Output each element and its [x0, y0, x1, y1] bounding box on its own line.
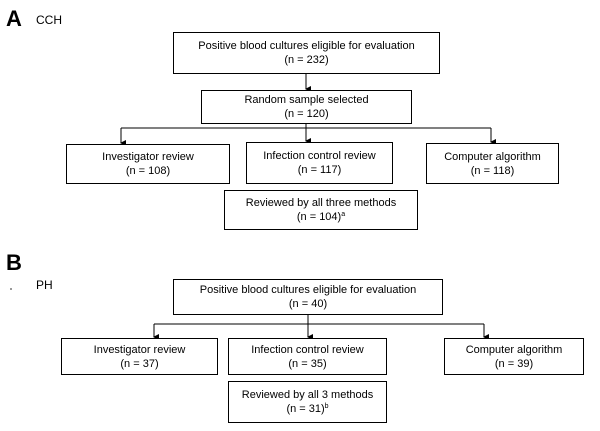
- b-all-three-box: Reviewed by all 3 methods (n = 31)b: [228, 381, 387, 423]
- a-computer-count: (n = 118): [470, 164, 515, 177]
- a-infection-box: Infection control review (n = 117): [246, 142, 393, 184]
- a-all-three-count: (n = 104): [296, 211, 342, 223]
- b-investigator-box: Investigator review (n = 37): [61, 338, 218, 375]
- panel-b-letter: B: [6, 250, 22, 275]
- a-footnote-mark: a: [341, 211, 346, 218]
- a-investigator-label: Investigator review: [102, 151, 194, 163]
- a-sample-box: Random sample selected (n = 120): [201, 90, 412, 124]
- b-investigator-count: (n = 37): [120, 357, 159, 370]
- panel-b-name: PH: [36, 278, 53, 292]
- a-all-three-label: Reviewed by all three methods: [245, 197, 397, 209]
- b-all-three-label: Reviewed by all 3 methods: [241, 389, 374, 401]
- a-computer-box: Computer algorithm (n = 118): [426, 143, 559, 184]
- a-eligible-count: (n = 232): [284, 54, 329, 66]
- b-computer-box: Computer algorithm (n = 39): [444, 338, 584, 375]
- a-computer-label: Computer algorithm: [444, 150, 541, 163]
- a-infection-label: Infection control review: [263, 150, 376, 162]
- a-sample-count: (n = 120): [284, 108, 329, 120]
- b-investigator-label: Investigator review: [93, 343, 186, 356]
- a-eligible-box: Positive blood cultures eligible for eva…: [173, 32, 440, 74]
- b-all-three-count: (n = 31): [286, 403, 325, 415]
- b-computer-label: Computer algorithm: [465, 343, 563, 356]
- panel-a-name: CCH: [36, 13, 62, 27]
- b-eligible-box: Positive blood cultures eligible for eva…: [173, 279, 443, 315]
- a-all-three-box: Reviewed by all three methods (n = 104)a: [224, 190, 418, 230]
- a-infection-count: (n = 117): [297, 164, 342, 176]
- b-eligible-count: (n = 40): [288, 298, 328, 310]
- panel-a-letter: A: [6, 6, 22, 31]
- a-investigator-count: (n = 108): [125, 165, 171, 177]
- b-computer-count: (n = 39): [494, 357, 534, 370]
- b-infection-count: (n = 35): [288, 357, 327, 370]
- a-eligible-label: Positive blood cultures eligible for eva…: [198, 40, 415, 52]
- b-eligible-label: Positive blood cultures eligible for eva…: [199, 284, 417, 296]
- a-sample-label: Random sample selected: [244, 94, 369, 106]
- b-infection-box: Infection control review (n = 35): [228, 338, 387, 375]
- stray-dot: [10, 288, 12, 290]
- b-infection-label: Infection control review: [251, 343, 364, 356]
- a-investigator-box: Investigator review (n = 108): [66, 144, 230, 184]
- b-footnote-mark: b: [324, 403, 329, 410]
